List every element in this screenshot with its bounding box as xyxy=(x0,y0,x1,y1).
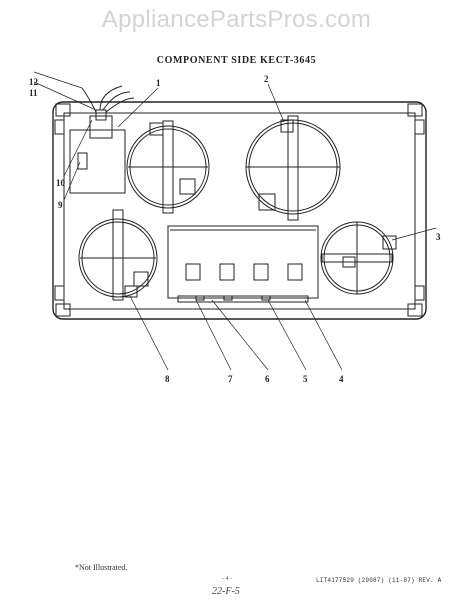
corner-tab xyxy=(55,303,71,317)
receptacle xyxy=(179,178,196,195)
side-bracket xyxy=(414,119,425,135)
callout-11: 11 xyxy=(29,88,38,98)
cord-clamp xyxy=(95,109,107,121)
receptacle xyxy=(258,193,276,211)
indicator-light xyxy=(261,295,271,301)
control-panel xyxy=(167,225,319,299)
infinite-switch xyxy=(124,285,138,298)
terminal-block-bracket xyxy=(89,115,113,139)
bottom-rail xyxy=(177,295,309,303)
surface-unit-left-rear xyxy=(126,125,210,209)
callout-5: 5 xyxy=(303,374,308,384)
diagram-title: COMPONENT SIDE KECT-3645 xyxy=(156,55,317,66)
terminal-plate xyxy=(77,152,88,170)
surface-unit-left-front xyxy=(78,218,158,298)
callout-3: 3 xyxy=(436,232,441,242)
page-mark: - 4 - xyxy=(222,576,232,582)
callout-4: 4 xyxy=(339,374,344,384)
indicator-light xyxy=(195,295,205,301)
cooktop-outer-frame xyxy=(52,101,427,320)
control-switch-3 xyxy=(253,263,269,281)
infinite-switch xyxy=(149,122,164,136)
corner-tab xyxy=(407,303,423,317)
callout-6: 6 xyxy=(265,374,270,384)
callout-2: 2 xyxy=(264,74,269,84)
callout-12: 12 xyxy=(29,77,39,87)
control-switch-2 xyxy=(219,263,235,281)
callout-10: 10 xyxy=(56,178,66,188)
power-cord xyxy=(81,85,135,113)
corner-tab xyxy=(55,103,71,117)
receptacle xyxy=(382,235,397,250)
corner-tab xyxy=(407,103,423,117)
side-bracket xyxy=(54,119,65,135)
support-bar xyxy=(287,115,299,221)
control-switch-1 xyxy=(185,263,201,281)
cooktop-inner-frame xyxy=(63,112,416,310)
watermark: AppliancePartsPros.com xyxy=(101,6,372,33)
literature-part-number: LIT4177529 (29087) (11-87) REV. A xyxy=(316,577,442,584)
side-bracket xyxy=(54,285,65,301)
terminal-block xyxy=(69,129,126,194)
support-bar xyxy=(112,209,124,301)
not-illustrated-footnote: *Not Illustrated. xyxy=(75,563,128,572)
indicator-light xyxy=(223,295,233,301)
callout-9: 9 xyxy=(58,200,63,210)
callout-1: 1 xyxy=(156,78,161,88)
side-bracket xyxy=(414,285,425,301)
control-switch-4 xyxy=(287,263,303,281)
infinite-switch xyxy=(280,119,294,133)
callout-8: 8 xyxy=(165,374,170,384)
receptacle xyxy=(133,271,149,287)
callout-7: 7 xyxy=(228,374,233,384)
handwritten-note: 22-F-5 xyxy=(212,586,240,597)
infinite-switch xyxy=(342,256,356,268)
